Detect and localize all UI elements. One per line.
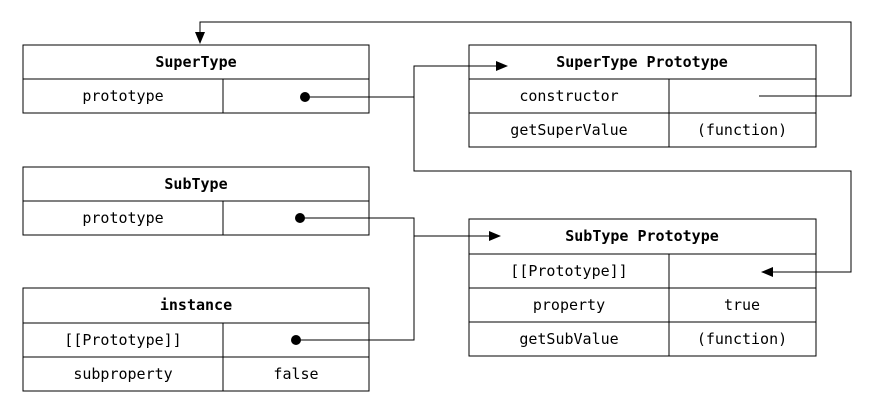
subtype-prototype-title: SubType Prototype <box>565 227 719 245</box>
arrow-subproto-to-superproto <box>413 97 852 277</box>
getsupervalue-value: (function) <box>697 121 787 139</box>
subtype-box: SubType prototype <box>22 166 370 236</box>
supertype-prototype-box: SuperType Prototype constructor getSuper… <box>468 44 817 148</box>
getsubvalue-key: getSubValue <box>519 330 618 348</box>
supertype-prototype-key: prototype <box>82 87 163 105</box>
subproperty-key: subproperty <box>73 365 172 383</box>
arrow-instance-to-subproto <box>296 236 415 341</box>
property-value: true <box>724 296 760 314</box>
supertype-title: SuperType <box>155 53 236 71</box>
arrow-supertype-to-proto <box>305 61 508 98</box>
getsubvalue-value: (function) <box>697 330 787 348</box>
supertype-prototype-title: SuperType Prototype <box>556 53 728 71</box>
instance-box: instance [[Prototype]] subproperty false <box>22 287 370 392</box>
subtype-title: SubType <box>164 175 227 193</box>
arrow-constructor-to-supertype <box>195 21 852 97</box>
subtype-prototype-box: SubType Prototype [[Prototype]] property… <box>468 218 817 357</box>
subtype-proto-prototype-key: [[Prototype]] <box>510 262 627 280</box>
supertype-box: SuperType prototype <box>22 44 370 114</box>
subproperty-value: false <box>273 365 318 383</box>
instance-title: instance <box>160 296 232 314</box>
subtype-prototype-key: prototype <box>82 209 163 227</box>
arrow-subtype-to-proto <box>300 217 501 241</box>
property-key: property <box>533 296 605 314</box>
constructor-key: constructor <box>519 87 618 105</box>
instance-prototype-key: [[Prototype]] <box>64 331 181 349</box>
getsupervalue-key: getSuperValue <box>510 121 627 139</box>
